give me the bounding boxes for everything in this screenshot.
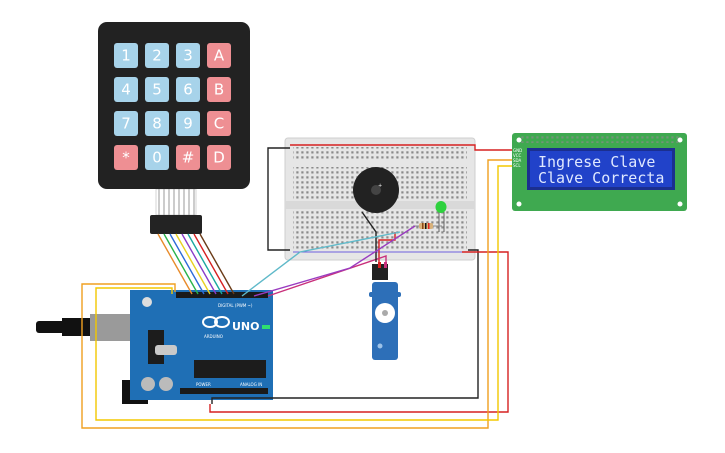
key-label: C (214, 115, 224, 133)
key-0[interactable]: 0 (145, 145, 169, 170)
key-label: 6 (183, 81, 193, 99)
key-7[interactable]: 7 (114, 111, 138, 136)
key-3[interactable]: 3 (176, 43, 200, 68)
keypad-keys: 1 2 3 A 4 5 6 B 7 8 9 C * 0 # D (114, 43, 231, 170)
key-label: 3 (183, 47, 193, 65)
key-8[interactable]: 8 (145, 111, 169, 136)
key-label: # (182, 149, 195, 167)
svg-text:+: + (378, 183, 382, 189)
key-label: 1 (121, 47, 131, 65)
key-label: D (213, 149, 225, 167)
key-label: 5 (152, 81, 162, 99)
key-label: 0 (152, 149, 162, 167)
key-a[interactable]: A (207, 43, 231, 68)
lcd-pin-gnd: GND (513, 148, 522, 153)
lcd-pin-vcc: VCC (513, 153, 522, 158)
arduino-sub-label: ARDUINO (204, 334, 223, 339)
arduino-board: UNO ARDUINO DIGITAL (PWM ~) POWER ANALOG… (36, 290, 273, 404)
key-c[interactable]: C (207, 111, 231, 136)
buzzer: + (353, 167, 399, 213)
infinity-logo-icon (202, 316, 230, 328)
servo (369, 262, 401, 360)
keypad-connector (150, 215, 202, 234)
key-label: 7 (121, 115, 131, 133)
key-label: * (122, 149, 130, 167)
resistor (413, 223, 442, 229)
keypad: 1 2 3 A 4 5 6 B 7 8 9 C * 0 # D (98, 22, 250, 234)
key-label: B (214, 81, 224, 99)
key-label: 8 (152, 115, 162, 133)
keypad-ribbon (158, 189, 195, 215)
lcd-module: Ingrese Clave Clave Correcta GNDVCCSDASC… (512, 133, 687, 211)
arduino-uno-label: UNO (232, 320, 260, 333)
key-label: 2 (152, 47, 162, 65)
key-label: 4 (121, 81, 131, 99)
wires (81, 144, 512, 429)
lcd-line-2: Clave Correcta (538, 169, 664, 187)
lcd-pin-sda: SDA (513, 158, 522, 163)
key-label: 9 (183, 115, 193, 133)
key-6[interactable]: 6 (176, 77, 200, 102)
key-b[interactable]: B (207, 77, 231, 102)
key-d[interactable]: D (207, 145, 231, 170)
key-4[interactable]: 4 (114, 77, 138, 102)
key-1[interactable]: 1 (114, 43, 138, 68)
key-9[interactable]: 9 (176, 111, 200, 136)
key-label: A (214, 47, 225, 65)
key-2[interactable]: 2 (145, 43, 169, 68)
arduino-digital-label: DIGITAL (PWM ~) (218, 303, 253, 308)
led (435, 201, 447, 232)
lcd-pin-scl: SCL (513, 163, 521, 168)
key-5[interactable]: 5 (145, 77, 169, 102)
arduino-power-label: POWER (196, 382, 211, 387)
arduino-analog-label: ANALOG IN (240, 382, 262, 387)
key-hash[interactable]: # (176, 145, 200, 170)
key-star[interactable]: * (114, 145, 138, 170)
lcd-line-1: Ingrese Clave (538, 153, 655, 171)
